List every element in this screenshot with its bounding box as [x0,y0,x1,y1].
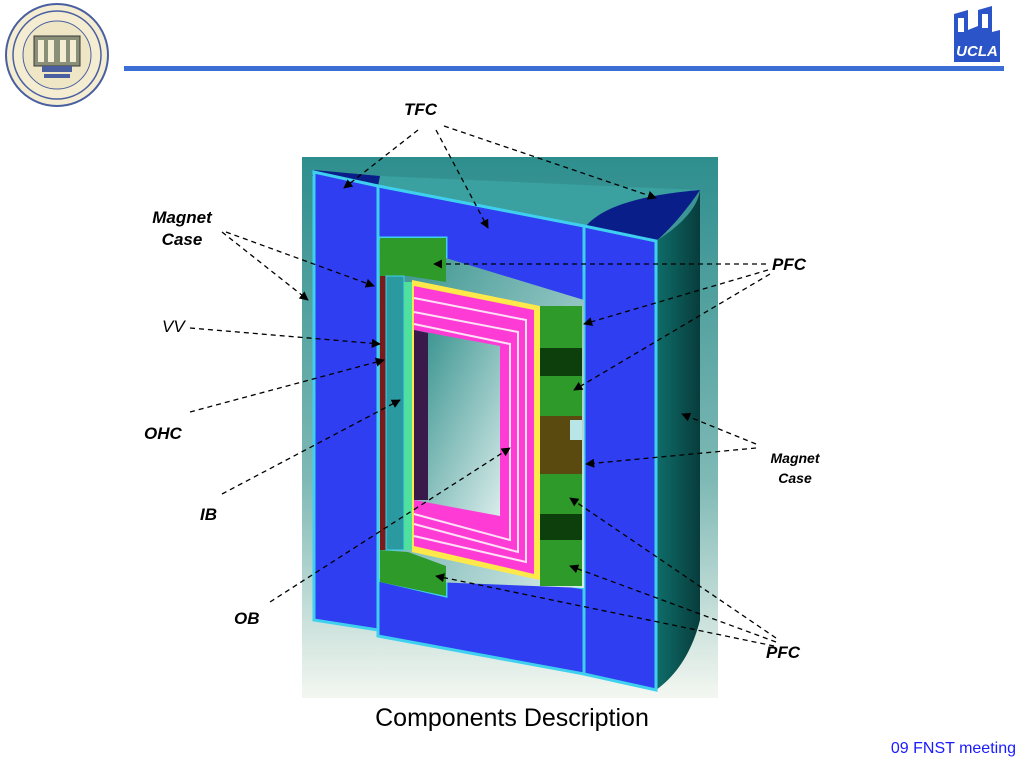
plasma-window [414,330,500,516]
label-magnet-case-right: Magnet Case [770,450,820,486]
label-pfc-top: PFC [772,255,806,274]
vacuum-vessel-strip [380,276,386,550]
label-vv: VV [162,317,185,336]
ucla-engineering-seal [5,3,109,107]
label-pfc-bottom: PFC [766,643,800,662]
pfc-block-right-4 [540,540,582,586]
leader-lines [189,125,777,647]
label-tfc: TFC [404,100,438,119]
label-ib: IB [200,505,217,524]
pfc-block-top-left [380,238,446,282]
pfc-block-right-2 [540,376,582,416]
plasma-window-shadow [414,330,428,500]
tfc-top-dark-right [586,190,700,241]
magnet-case-left-column [312,170,380,632]
figure-caption: Components Description [375,704,649,732]
label-ohc: OHC [144,424,182,443]
header-rule [124,66,1004,71]
pfc-block-bottom-left [380,550,446,596]
right-side-face [656,188,700,690]
label-magnet-case-left: Magnet Case [152,208,212,249]
ucla-logo-text: UCLA [956,43,998,60]
footer-meeting: 09 FNST meeting [890,740,1016,757]
inboard-blanket-strip [404,282,412,550]
pfc-gap-right-3 [540,514,582,540]
pfc-block-right-1 [540,306,582,348]
ucla-logo-icon: UCLA [954,6,1000,62]
pfc-gap-right-1 [540,348,582,376]
pfc-block-right-3 [540,474,582,514]
port-opening [570,420,582,440]
ohc-strip [385,275,405,551]
label-ob: OB [234,609,260,628]
